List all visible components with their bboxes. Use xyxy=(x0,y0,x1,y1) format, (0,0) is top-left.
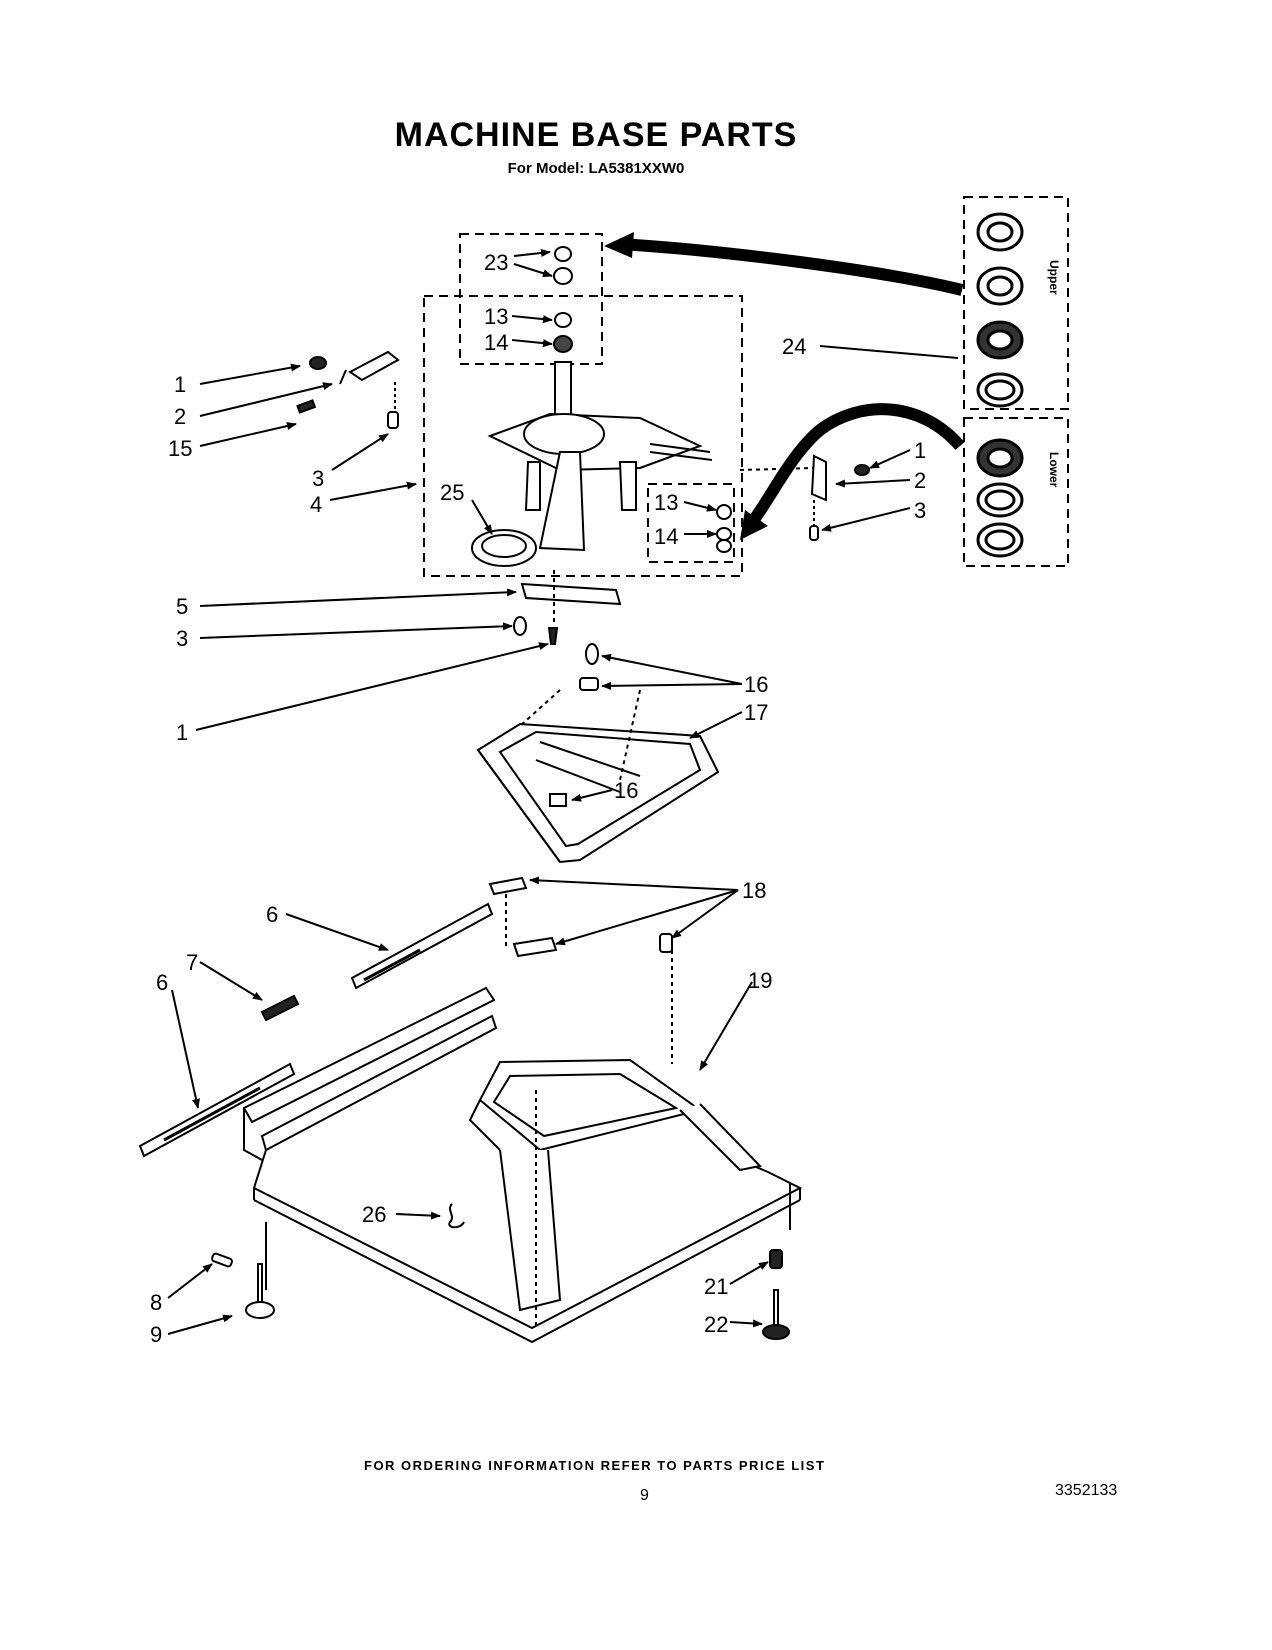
callout-16: 16 xyxy=(614,778,638,803)
callout-numbers: 1 2 15 3 4 25 23 13 14 24 1 2 3 13 14 5 … xyxy=(150,250,926,1347)
leveling-leg-icon xyxy=(211,1203,790,1340)
callout-1: 1 xyxy=(174,372,186,397)
callout-14: 14 xyxy=(654,524,678,549)
page-number: 9 xyxy=(640,1487,649,1504)
callout-21: 21 xyxy=(704,1274,728,1299)
lower-bearing-label: Lower xyxy=(1047,452,1061,488)
left-brake-bracket-icon xyxy=(296,350,400,429)
callout-19: 19 xyxy=(748,968,772,993)
bearing-arrows xyxy=(604,232,965,540)
callout-16: 16 xyxy=(744,672,768,697)
callout-15: 15 xyxy=(168,436,192,461)
page-title: MACHINE BASE PARTS xyxy=(394,116,798,154)
machine-base-frame-icon xyxy=(242,950,803,1344)
callout-25: 25 xyxy=(440,480,464,505)
transmission-assembly-icon xyxy=(471,246,732,567)
callout-2: 2 xyxy=(174,404,186,429)
callout-3: 3 xyxy=(312,466,324,491)
bearing-kit-icon xyxy=(976,212,1024,558)
document-number: 3352133 xyxy=(1055,1482,1118,1499)
callout-18: 18 xyxy=(742,878,766,903)
callout-14: 14 xyxy=(484,330,508,355)
ordering-note: FOR ORDERING INFORMATION REFER TO PARTS … xyxy=(364,1458,826,1473)
side-rail-icon xyxy=(138,902,494,1158)
right-brake-bracket-icon xyxy=(739,454,870,541)
callout-13: 13 xyxy=(484,304,508,329)
callout-3: 3 xyxy=(914,498,926,523)
callout-3: 3 xyxy=(176,626,188,651)
callout-24: 24 xyxy=(782,334,806,359)
base-pad-icon xyxy=(488,876,673,958)
model-subtitle: For Model: LA5381XXW0 xyxy=(507,160,685,177)
callout-13: 13 xyxy=(654,490,678,515)
callout-1: 1 xyxy=(914,438,926,463)
leader-lines xyxy=(167,249,959,1335)
callout-26: 26 xyxy=(362,1202,386,1227)
callout-1: 1 xyxy=(176,720,188,745)
callout-6: 6 xyxy=(266,902,278,927)
callout-22: 22 xyxy=(704,1312,728,1337)
transmission-bracket-icon xyxy=(513,570,622,645)
tub-support-icon xyxy=(476,643,720,864)
callout-23: 23 xyxy=(484,250,508,275)
callout-6: 6 xyxy=(156,970,168,995)
transmission-group-box xyxy=(423,196,1069,577)
callout-5: 5 xyxy=(176,594,188,619)
callout-17: 17 xyxy=(744,700,768,725)
callout-4: 4 xyxy=(310,492,322,517)
callout-9: 9 xyxy=(150,1322,162,1347)
callout-8: 8 xyxy=(150,1290,162,1315)
callout-7: 7 xyxy=(186,950,198,975)
upper-bearing-label: Upper xyxy=(1047,260,1061,295)
callout-2: 2 xyxy=(914,468,926,493)
